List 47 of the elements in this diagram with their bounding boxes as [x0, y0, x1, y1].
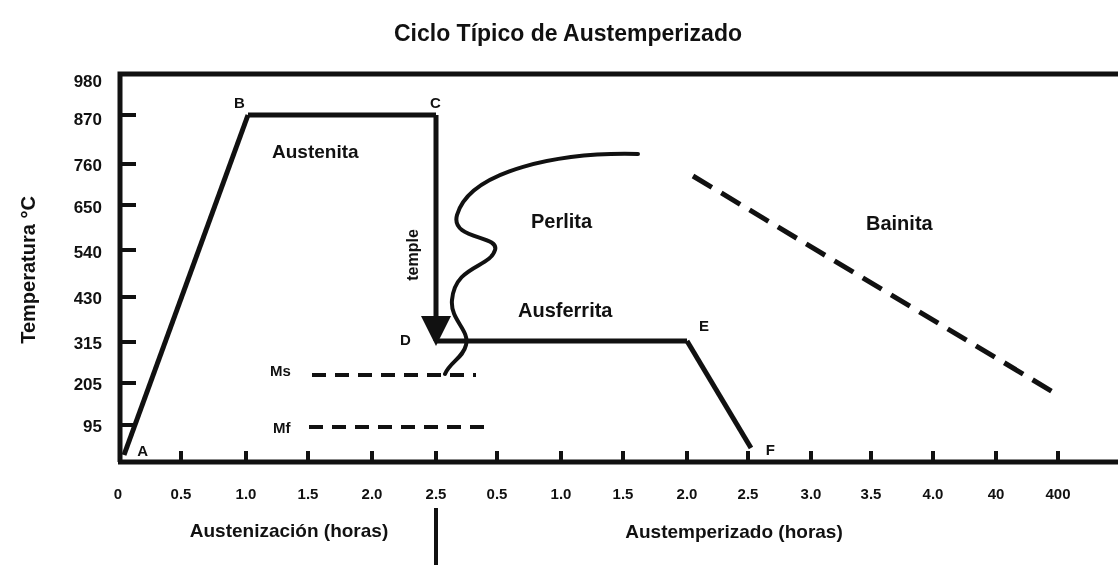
region-label: Austenita — [272, 141, 359, 161]
axis-tick-label: 0.5 — [486, 485, 508, 501]
process-line — [248, 112, 436, 118]
process-line — [436, 338, 687, 344]
axis-tick-label: 870 — [73, 110, 102, 128]
axis-tick-label: 540 — [73, 243, 102, 261]
axis-tick-label: 2.5 — [737, 485, 759, 501]
axis-tick-label: 2.0 — [676, 485, 698, 501]
axis-tick-label: 3.0 — [800, 485, 822, 501]
axis-tick-label: 315 — [73, 334, 102, 352]
point-label: F — [751, 440, 775, 457]
region-label: Ausferrita — [518, 300, 613, 320]
axis-tick-label: 980 — [73, 72, 102, 90]
axis-tick-label: 4.0 — [922, 485, 944, 501]
point-label: D — [400, 332, 438, 350]
point-label: E — [685, 318, 709, 343]
chart-title: Ciclo Típico de Austemperizado — [394, 21, 742, 45]
point-label: B — [234, 95, 252, 115]
axis-tick-label: 1.0 — [235, 485, 257, 501]
axis-tick-label: 1.0 — [550, 485, 572, 501]
line-label: Ms — [270, 362, 291, 378]
arrow — [421, 115, 451, 346]
point-label: C — [430, 95, 448, 115]
process-line — [684, 339, 754, 450]
axis-tick-label: 40 — [987, 485, 1005, 501]
axis-tick-label: 400 — [1045, 485, 1071, 501]
axis-tick-label: 205 — [73, 375, 102, 393]
point-label: A — [123, 441, 148, 458]
axis-title: Austenización (horas) — [189, 520, 389, 540]
axis-tick-label: 650 — [73, 198, 102, 216]
axis-tick-label: 430 — [73, 289, 102, 307]
axis-tick-label: 2.0 — [361, 485, 383, 501]
axis-tick-label: 0.5 — [170, 485, 192, 501]
axis-tick-label: 1.5 — [297, 485, 319, 501]
process-line — [121, 114, 251, 456]
axis-tick-label: 3.5 — [860, 485, 882, 501]
axis-tick-label: 0 — [113, 485, 123, 501]
edge-label: temple — [405, 229, 421, 281]
region-label: Bainita — [866, 213, 933, 233]
axis-tick-label: 1.5 — [612, 485, 634, 501]
axis-title: Austemperizado (horas) — [625, 521, 843, 541]
line-label: Mf — [273, 419, 291, 435]
axis-tick-label: 2.5 — [425, 485, 447, 501]
region-label: Perlita — [531, 211, 593, 231]
axis-tick-label: 760 — [73, 156, 102, 174]
axis-title: Temperatura °C — [18, 196, 38, 344]
axis-tick-label: 95 — [83, 417, 102, 435]
